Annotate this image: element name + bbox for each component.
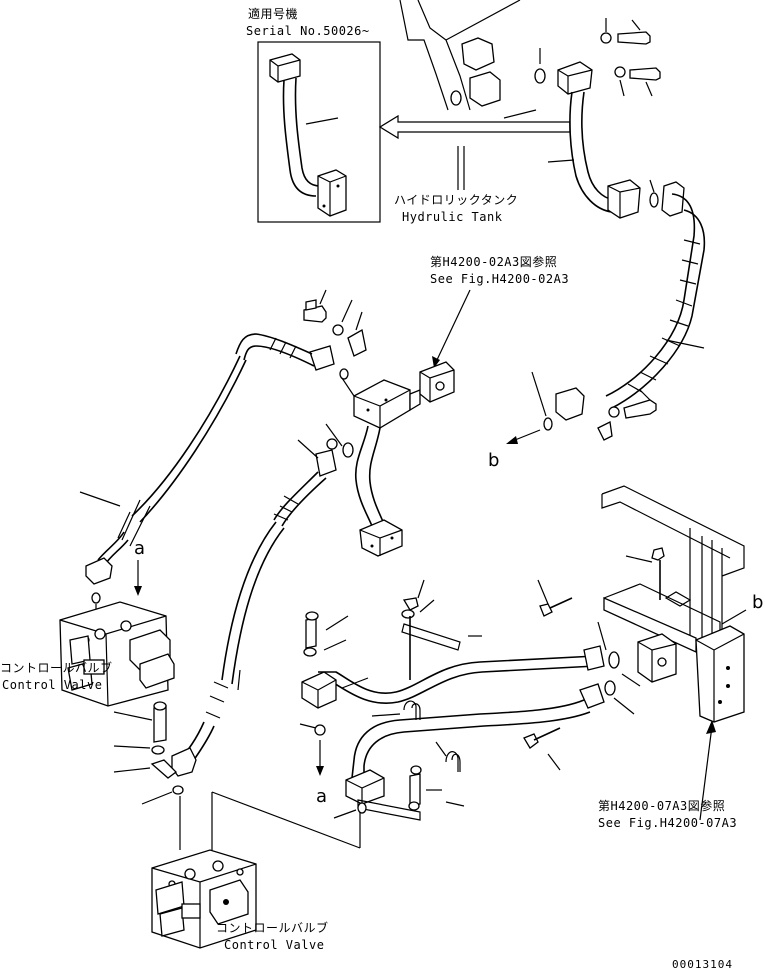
washer [614,66,626,78]
nut [402,597,419,611]
manifold-lower-hose [171,423,354,777]
lower-right-bolt [523,727,561,771]
marker-a-upper: a [134,538,145,559]
tank-flange [469,71,501,107]
ref-top-jp: 第H4200-02A3図参照 [430,254,557,269]
tank-hose [506,179,706,444]
inset-pipe [269,53,347,217]
inset-frame [257,41,381,223]
bolt [623,399,657,419]
ref-bottom-en: See Fig.H4200-07A3 [598,816,737,830]
valve-connector-lines [211,791,367,856]
control-valve-lower [151,849,257,949]
steel-pipes-lower [301,579,605,821]
u-bolt [445,751,461,772]
ref-top-en: See Fig.H4200-02A3 [430,272,569,286]
figure-number: 00013104 [672,958,733,971]
split-flange [347,328,367,357]
control-valve-upper-en: Control Valve [2,678,102,692]
bolt [303,305,327,323]
marker-b-right: b [752,592,763,613]
tank-pipe [503,61,641,219]
tank-bracket [461,37,495,71]
washer [303,647,317,657]
control-valve-upper: a [59,538,175,707]
marker-b-left: b [488,450,499,471]
o-ring [534,68,546,84]
split-flange [597,421,613,441]
washer [608,406,620,418]
bolt [305,617,317,649]
marker-a-lower: a [316,786,327,807]
manifold-upper-parts [79,289,367,585]
split-flange [150,759,177,779]
u-bolt [403,700,421,720]
bolt [629,67,661,81]
bolts-top-right [600,18,661,97]
mounting-bracket [601,485,747,821]
serial-inset: 適用号機 Serial No.50026~ [246,6,381,223]
tank-wall [399,0,546,111]
inset-title-jp: 適用号機 [248,6,298,21]
valve-bolts [113,701,184,850]
o-ring [339,368,349,380]
control-valve-lower-en: Control Valve [224,938,324,952]
clamp-plate [401,623,461,651]
o-ring [91,592,101,604]
relief-block [597,621,677,715]
ref-bottom-jp: 第H4200-07A3図参照 [598,798,725,813]
hydraulic-tank-label-jp: ハイドロリックタンク [394,193,518,207]
manifold-block [353,361,455,557]
o-ring [543,417,553,431]
hydraulic-tank-label-en: Hydrulic Tank [402,210,503,224]
o-ring [357,802,367,814]
inset-title-en: Serial No.50026~ [246,24,370,38]
bolt [153,705,167,743]
bracket-bolts [537,547,665,617]
bolt [617,31,651,45]
control-valve-upper-jp: コントロールバルブ [0,660,113,675]
washer [401,609,415,619]
bolt [409,773,421,807]
washer [151,745,165,755]
nut [651,547,665,561]
control-valve-lower-jp: コントロールバルブ [216,920,329,935]
inset-arrow [378,114,571,190]
o-ring [172,785,184,795]
washer [600,32,612,44]
left-pipe-bolts [299,611,369,776]
o-ring [314,724,326,736]
washer [332,324,344,336]
